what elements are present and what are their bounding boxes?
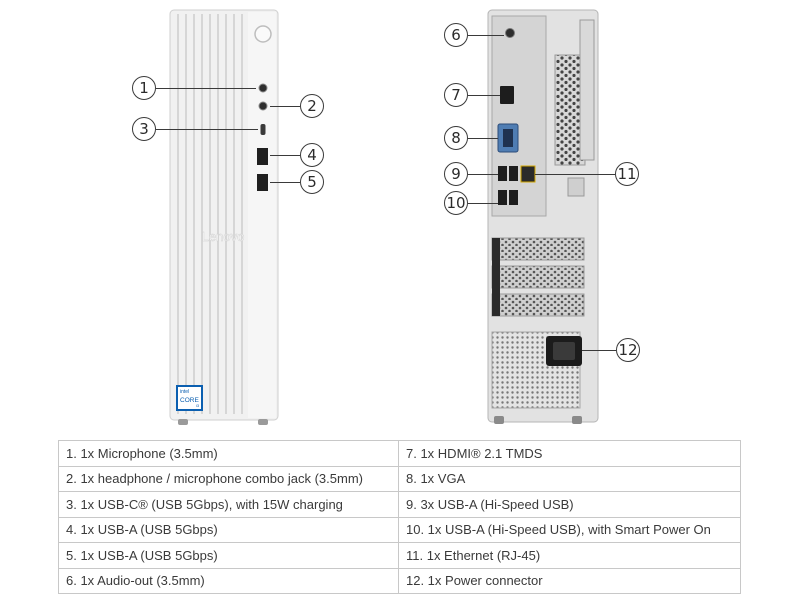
rear-handle bbox=[579, 19, 595, 161]
leader-1 bbox=[156, 88, 256, 89]
front-ribs bbox=[177, 14, 243, 414]
leader-5 bbox=[270, 182, 300, 183]
leader-10 bbox=[468, 203, 498, 204]
leader-8 bbox=[468, 138, 498, 139]
callout-1: 1 bbox=[132, 76, 156, 100]
port-item-6: 6. 1x Audio-out (3.5mm) bbox=[58, 567, 399, 594]
front-foot-right bbox=[258, 419, 268, 425]
usb-a-rear-3 bbox=[498, 190, 507, 205]
audio-out-jack bbox=[505, 28, 515, 38]
leader-7 bbox=[468, 95, 500, 96]
callout-4: 4 bbox=[300, 143, 324, 167]
product-diagram: Lenovo intel CORE i3 bbox=[169, 9, 599, 425]
callout-10: 10 bbox=[444, 191, 468, 215]
leader-2 bbox=[270, 106, 300, 107]
callout-2: 2 bbox=[300, 94, 324, 118]
leader-4 bbox=[270, 155, 300, 156]
port-item-5: 5. 1x USB-A (USB 5Gbps) bbox=[58, 542, 399, 569]
port-spec-table: 1. 1x Microphone (3.5mm) 7. 1x HDMI® 2.1… bbox=[58, 440, 741, 594]
callout-9: 9 bbox=[444, 162, 468, 186]
table-row: 2. 1x headphone / microphone combo jack … bbox=[58, 465, 741, 492]
leader-3 bbox=[156, 129, 258, 130]
callout-12: 12 bbox=[616, 338, 640, 362]
table-row: 4. 1x USB-A (USB 5Gbps) 10. 1x USB-A (Hi… bbox=[58, 516, 741, 543]
usb-a-rear-1 bbox=[498, 166, 507, 181]
badge-line1: intel bbox=[180, 389, 189, 395]
power-button[interactable] bbox=[254, 25, 272, 43]
leader-9 bbox=[468, 174, 498, 175]
port-item-10: 10. 1x USB-A (Hi-Speed USB), with Smart … bbox=[398, 516, 741, 543]
headphone-jack bbox=[258, 101, 268, 111]
port-item-12: 12. 1x Power connector bbox=[398, 567, 741, 594]
callout-5: 5 bbox=[300, 170, 324, 194]
hdmi-port bbox=[500, 86, 514, 104]
callout-11: 11 bbox=[615, 162, 639, 186]
intel-core-badge: intel CORE i3 bbox=[176, 385, 203, 411]
port-item-9: 9. 3x USB-A (Hi-Speed USB) bbox=[398, 491, 741, 518]
usb-c-port bbox=[260, 124, 266, 135]
front-foot-left bbox=[178, 419, 188, 425]
port-item-2: 2. 1x headphone / microphone combo jack … bbox=[58, 465, 399, 492]
table-row: 5. 1x USB-A (USB 5Gbps) 11. 1x Ethernet … bbox=[58, 542, 741, 569]
callout-7: 7 bbox=[444, 83, 468, 107]
rear-foot-left bbox=[494, 416, 504, 424]
callout-8: 8 bbox=[444, 126, 468, 150]
badge-line2: CORE bbox=[180, 397, 199, 404]
port-item-8: 8. 1x VGA bbox=[398, 465, 741, 492]
front-view: Lenovo intel CORE i3 bbox=[169, 9, 279, 425]
leader-12 bbox=[582, 350, 616, 351]
leader-11 bbox=[535, 174, 615, 175]
rear-view bbox=[487, 9, 599, 424]
rear-foot-right bbox=[572, 416, 582, 424]
io-plate bbox=[491, 15, 547, 217]
usb-a-port-5 bbox=[257, 174, 268, 191]
port-item-11: 11. 1x Ethernet (RJ-45) bbox=[398, 542, 741, 569]
port-item-4: 4. 1x USB-A (USB 5Gbps) bbox=[58, 516, 399, 543]
port-item-3: 3. 1x USB-C® (USB 5Gbps), with 15W charg… bbox=[58, 491, 399, 518]
leader-6 bbox=[468, 35, 504, 36]
rear-latch bbox=[567, 177, 585, 197]
microphone-jack bbox=[258, 83, 268, 93]
vga-port-inner bbox=[503, 129, 513, 147]
usb-a-port-4 bbox=[257, 148, 268, 165]
table-row: 1. 1x Microphone (3.5mm) 7. 1x HDMI® 2.1… bbox=[58, 440, 741, 467]
table-row: 3. 1x USB-C® (USB 5Gbps), with 15W charg… bbox=[58, 491, 741, 518]
port-item-7: 7. 1x HDMI® 2.1 TMDS bbox=[398, 440, 741, 467]
table-row: 6. 1x Audio-out (3.5mm) 12. 1x Power con… bbox=[58, 567, 741, 594]
usb-a-rear-4 bbox=[509, 190, 518, 205]
ethernet-port bbox=[520, 165, 536, 183]
front-port-strip bbox=[248, 12, 276, 418]
expansion-slots bbox=[491, 237, 585, 317]
brand-logo: Lenovo bbox=[202, 229, 245, 244]
power-connector-inner bbox=[553, 342, 575, 360]
badge-line3: i3 bbox=[196, 403, 200, 408]
callout-6: 6 bbox=[444, 23, 468, 47]
usb-a-rear-2 bbox=[509, 166, 518, 181]
port-item-1: 1. 1x Microphone (3.5mm) bbox=[58, 440, 399, 467]
callout-3: 3 bbox=[132, 117, 156, 141]
